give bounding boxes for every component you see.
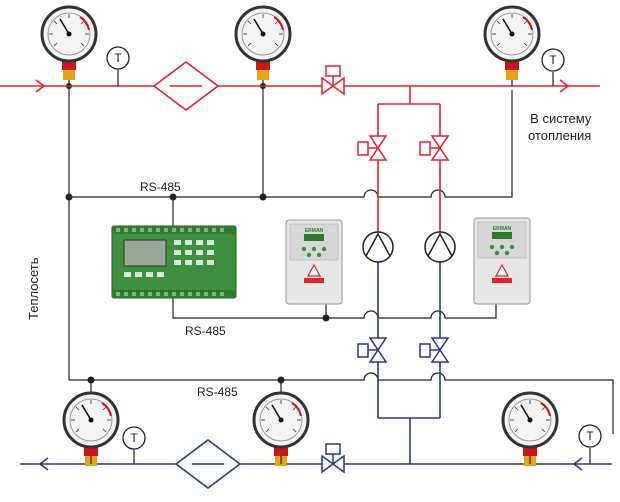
shutoff-valve-return-left-icon: [357, 337, 388, 363]
controller-device: [111, 225, 237, 299]
pump-left-icon: [362, 231, 394, 263]
to-heating-system-label: В систему отопления: [528, 110, 591, 144]
heat-network-label: Теплосеть: [26, 257, 41, 320]
shutoff-valve-supply-right-icon: [419, 135, 450, 161]
temperature-sensor-return-right-icon: T: [578, 424, 602, 464]
pressure-gauge-return-left-icon: [62, 391, 120, 468]
control-valve-supply-icon: [321, 65, 345, 96]
heat-exchanger-supply-icon: [152, 61, 220, 111]
pressure-gauge-supply-left-icon: [40, 5, 98, 86]
pressure-gauge-return-right-icon: [501, 391, 559, 468]
to-heating-line2: отопления: [528, 128, 592, 143]
heat-exchanger-return-icon: [174, 439, 242, 489]
svg-text:T: T: [549, 53, 557, 67]
pressure-gauge-supply-mid-icon: [234, 5, 292, 86]
temperature-sensor-supply-left-icon: T: [106, 46, 130, 86]
supply-pipes: [0, 79, 600, 232]
pressure-gauge-return-mid-icon: [252, 391, 310, 468]
shutoff-valve-supply-left-icon: [357, 135, 388, 161]
svg-text:ERMAN: ERMAN: [305, 228, 324, 234]
shutoff-valve-return-right-icon: [419, 337, 450, 363]
rs485-top-label: RS-485: [140, 180, 181, 194]
frequency-converter-right: ERMAN: [473, 217, 531, 305]
svg-text:ERMAN: ERMAN: [493, 226, 512, 232]
frequency-converter-left: ERMAN: [285, 219, 343, 305]
temperature-sensor-return-left-icon: T: [122, 426, 146, 464]
svg-text:T: T: [586, 429, 594, 443]
pump-right-icon: [424, 231, 456, 263]
to-heating-line1: В систему: [530, 111, 592, 126]
svg-text:T: T: [130, 431, 138, 445]
svg-text:T: T: [114, 51, 122, 65]
pressure-gauge-supply-right-icon: [483, 5, 541, 86]
rs485-bottom-label: RS-485: [197, 385, 238, 399]
rs485-mid-label: RS-485: [185, 324, 226, 338]
junction-dots: [65, 83, 330, 384]
temperature-sensor-supply-right-icon: T: [541, 48, 565, 86]
control-valve-return-icon: [321, 443, 345, 474]
